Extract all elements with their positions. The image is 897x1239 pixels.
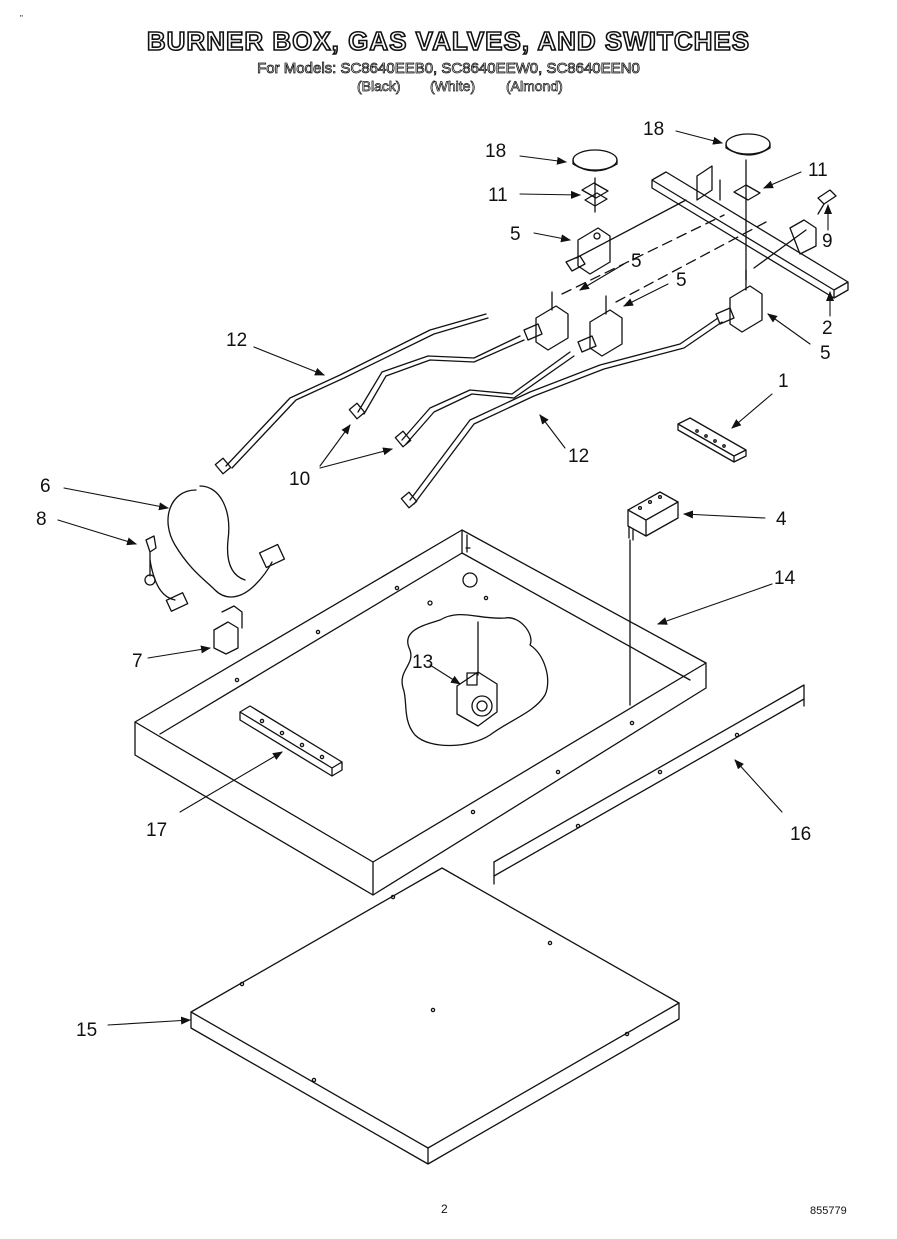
gas-valve-top bbox=[565, 227, 611, 275]
gas-valve-center bbox=[577, 295, 623, 357]
callout-17: 17 bbox=[146, 820, 167, 841]
callout-1: 1 bbox=[778, 371, 789, 392]
callout-12-right: 12 bbox=[568, 446, 589, 467]
switch-4 bbox=[627, 491, 679, 706]
burner-cap-right bbox=[725, 133, 771, 156]
callout-6: 6 bbox=[40, 476, 51, 497]
callout-5-right: 5 bbox=[820, 343, 831, 364]
color-white-label: (White) bbox=[430, 78, 476, 95]
burner-cap-left bbox=[572, 149, 618, 172]
gas-valve-right bbox=[715, 269, 763, 333]
bottom-panel-15 bbox=[190, 867, 680, 1165]
document-number: 855779 bbox=[810, 1205, 847, 1217]
callout-2: 2 bbox=[822, 318, 833, 339]
mounting-plate-left bbox=[581, 177, 609, 213]
callout-7: 7 bbox=[132, 651, 143, 672]
leader-arrows bbox=[57, 130, 834, 1026]
manifold-bracket-2 bbox=[651, 165, 849, 299]
page-title: BURNER BOX, GAS VALVES, AND SWITCHES bbox=[146, 25, 751, 57]
mounting-plate-right bbox=[733, 159, 761, 281]
callout-13: 13 bbox=[412, 652, 433, 673]
screw-9 bbox=[817, 189, 837, 215]
ground-screw-8 bbox=[144, 535, 157, 586]
switch-bracket-1 bbox=[677, 417, 747, 463]
callout-11-right: 11 bbox=[808, 160, 828, 181]
callout-15: 15 bbox=[76, 1020, 97, 1041]
callout-5-mid-left: 5 bbox=[631, 251, 642, 272]
callout-5-mid-right: 5 bbox=[676, 270, 687, 291]
callout-12-left: 12 bbox=[226, 330, 247, 351]
models-subtitle: For Models: SC8640EEB0, SC8640EEW0, SC86… bbox=[257, 60, 641, 78]
corner-mark: " bbox=[20, 14, 23, 23]
callout-18-left: 18 bbox=[485, 141, 506, 162]
callout-14: 14 bbox=[774, 568, 796, 589]
wire-harness-6 bbox=[149, 485, 286, 612]
color-almond-label: (Almond) bbox=[506, 78, 563, 95]
callout-5-top: 5 bbox=[510, 224, 521, 245]
connector-7 bbox=[213, 605, 243, 655]
color-black-label: (Black) bbox=[357, 78, 401, 95]
page-number: 2 bbox=[441, 1202, 448, 1216]
callout-4: 4 bbox=[776, 509, 787, 530]
gas-tubes bbox=[214, 199, 807, 509]
mounting-bracket-17 bbox=[239, 705, 343, 777]
gas-valve-left bbox=[523, 291, 569, 351]
callout-9: 9 bbox=[822, 231, 833, 252]
cutaway-view bbox=[401, 613, 549, 747]
callout-8: 8 bbox=[36, 509, 47, 530]
callout-10: 10 bbox=[289, 469, 310, 490]
callout-18-right: 18 bbox=[643, 119, 664, 140]
side-rail-16 bbox=[493, 684, 805, 885]
callout-11-left: 11 bbox=[488, 185, 508, 206]
callout-16: 16 bbox=[790, 824, 811, 845]
